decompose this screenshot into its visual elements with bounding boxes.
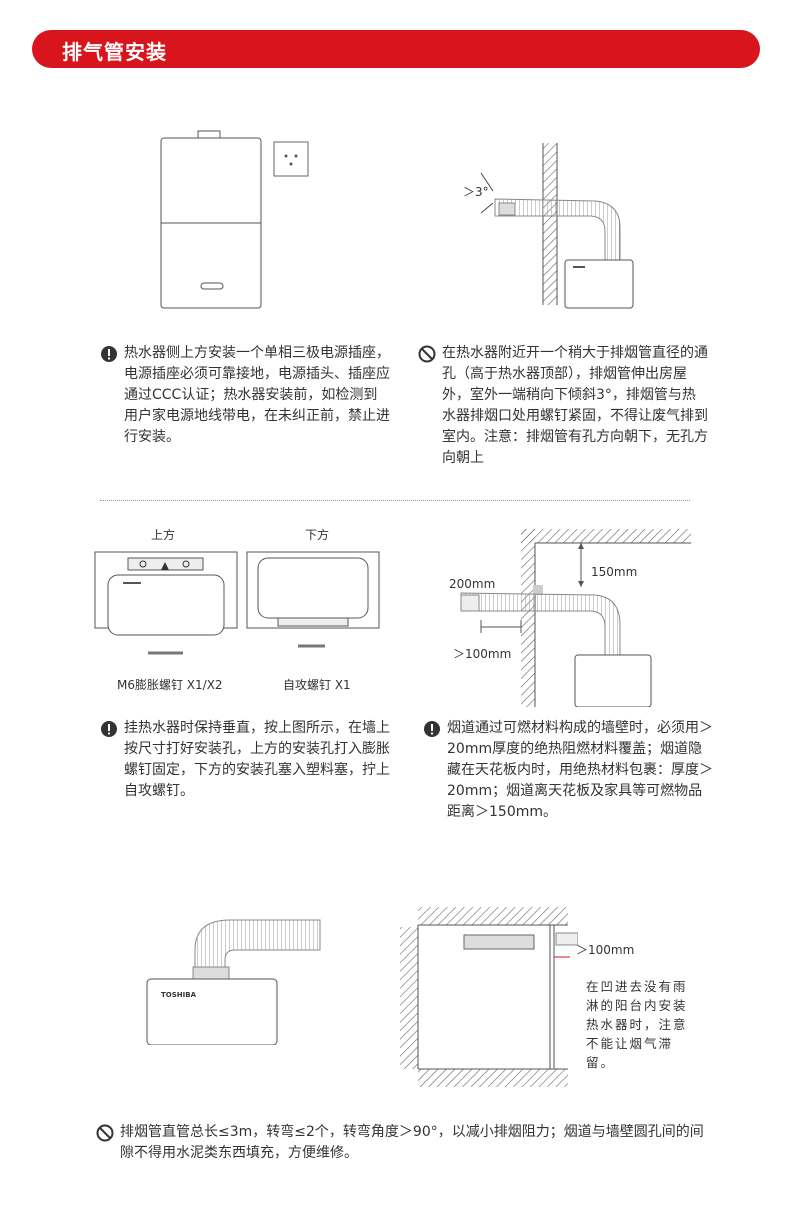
dim-100-label: ＞100mm [453, 647, 512, 661]
prohibited-icon [418, 345, 436, 363]
mounting-holes-figure: 上方 下方 M6膨胀螺钉 X1/X2 自攻螺钉 X1 [93, 522, 393, 697]
self-tapping-screw-label: 自攻螺钉 X1 [283, 678, 351, 692]
top-view-label: 上方 [151, 528, 176, 542]
page-title: 排气管安装 [62, 40, 167, 64]
heater-with-socket-figure [160, 130, 309, 309]
bottom-view-label: 下方 [305, 528, 330, 542]
pipe-through-wall-figure: ＞3° [455, 143, 655, 313]
note-flue-insulation: 烟道通过可燃材料构成的墙壁时，必须用＞20mm厚度的绝热阻燃材料覆盖；烟道隐藏在… [423, 718, 713, 823]
section-banner: 排气管安装 [32, 30, 760, 68]
flue-clearance-figure: 150mm 200mm ＞100mm [445, 525, 695, 707]
angle-label: ＞3° [463, 185, 489, 199]
balcony-note: 在凹进去没有雨淋的阳台内安装热水器时，注意不能让烟气滞留。 [586, 979, 688, 1070]
warning-icon [101, 721, 117, 737]
warning-icon [101, 346, 117, 362]
note-mounting: 挂热水器时保持垂直，按上图所示，在墙上按尺寸打好安装孔，上方的安装孔打入膨胀螺钉… [100, 718, 390, 802]
prohibited-icon [96, 1124, 114, 1142]
brand-label: TOSHIBA [161, 991, 196, 999]
dim-100-label: ＞100mm [576, 943, 635, 957]
dim-200-label: 200mm [449, 577, 496, 591]
expansion-screw-label: M6膨胀螺钉 X1/X2 [117, 678, 223, 692]
dim-150-label: 150mm [591, 565, 638, 579]
warning-icon [424, 721, 440, 737]
note-pipe-hole: 在热水器附近开一个稍大于排烟管直径的通孔（高于热水器顶部），排烟管伸出房屋外，室… [418, 343, 708, 469]
balcony-figure: ＞100mm 在凹进去没有雨淋的阳台内安装热水器时，注意不能让烟气滞留。 [398, 905, 708, 1090]
section-divider [100, 500, 690, 501]
note-socket: 热水器侧上方安装一个单相三极电源插座，电源插座必须可靠接地，电源插头、插座应通过… [100, 343, 390, 448]
bent-pipe-figure: TOSHIBA [145, 905, 335, 1045]
note-pipe-length: 排烟管直管总长≤3m，转弯≤2个，转弯角度＞90°，以减小排烟阻力；烟道与墙壁圆… [96, 1122, 716, 1164]
